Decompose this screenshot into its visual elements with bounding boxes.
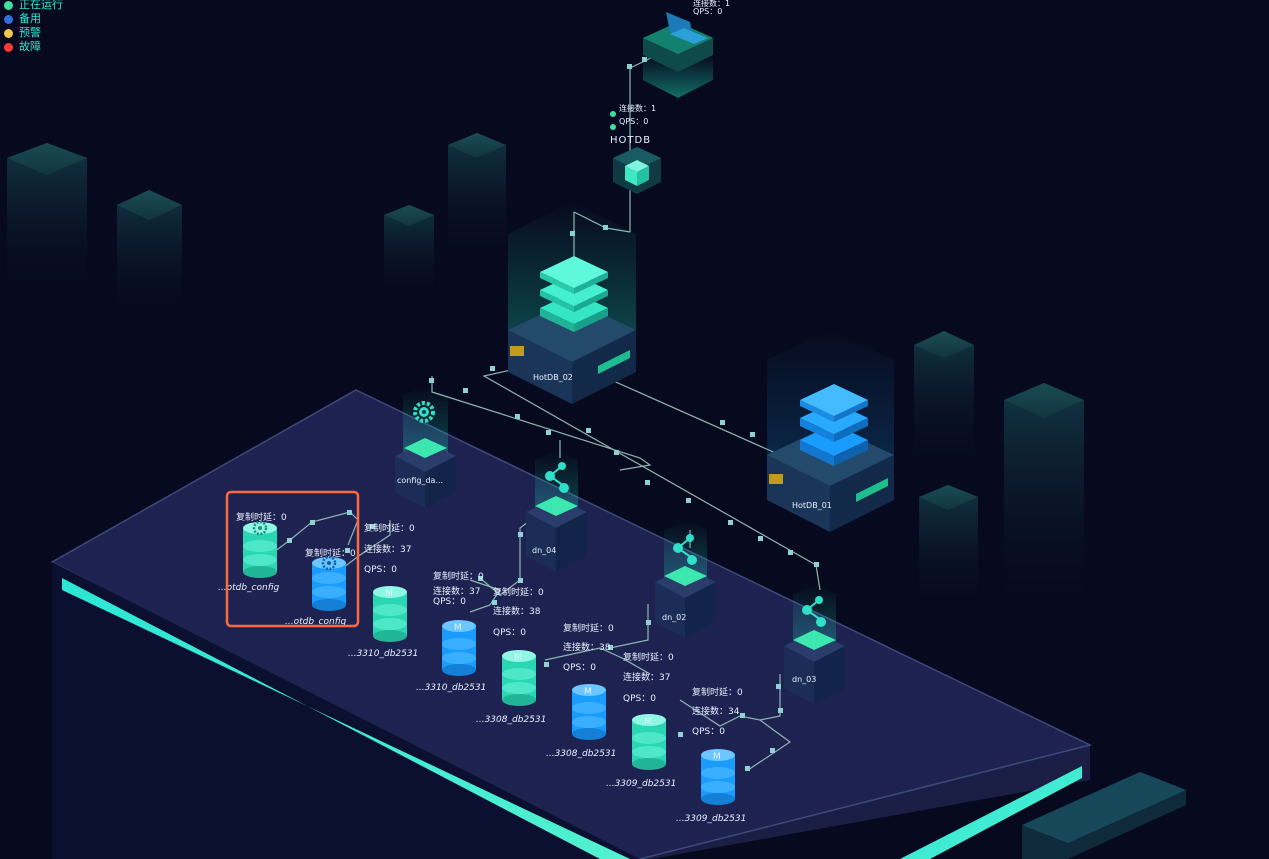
db-delay-label: 复制时延：0 — [364, 522, 415, 534]
hotdb-02-port-icon — [510, 346, 524, 356]
hotdb-01-name: HotDB_01 — [792, 501, 832, 510]
background-towers — [7, 133, 1186, 859]
db-conn-label: 连接数：34 — [692, 705, 740, 717]
db-conn-label: 连接数：37 — [433, 585, 480, 597]
gear-icon — [252, 520, 268, 536]
share-nodes-icon — [545, 462, 569, 493]
master-icon: M — [514, 653, 522, 663]
legend-dot-fault — [4, 42, 13, 52]
legend-dot-warning — [4, 28, 13, 38]
db-instance-3310-master[interactable]: 复制时延：0 连接数：37 QPS：0 M ...3310_db2531 — [348, 522, 418, 659]
db-instance-3309-master[interactable]: 复制时延：0 连接数：37 QPS：0 M ...3309_db2531 — [606, 651, 676, 789]
db-name: ...3308_db2531 — [476, 715, 546, 725]
db-delay-label: 复制时延：0 — [493, 586, 544, 598]
legend-label-standby: 备用 — [19, 12, 41, 25]
db-qps-label: QPS：0 — [433, 597, 466, 607]
node-dn-02-name: dn_02 — [662, 613, 686, 622]
node-dn-03[interactable]: dn_03 — [784, 585, 845, 704]
legend-dot-running — [4, 0, 13, 10]
db-name: ...3308_db2531 — [546, 749, 616, 759]
db-conn-label: 连接数：37 — [623, 671, 670, 683]
master-icon: M — [584, 687, 592, 697]
db-name: ...3310_db2531 — [416, 683, 486, 693]
share-nodes-icon — [802, 596, 826, 627]
client-qps-label: QPS：0 — [693, 7, 722, 16]
legend-item-fault[interactable]: 故障 — [4, 40, 63, 54]
status-legend: 正在运行 备用 预警 故障 — [4, 0, 63, 54]
hotdb-qps-label: QPS：0 — [619, 117, 648, 126]
hotdb-02-name: HotDB_02 — [533, 373, 573, 382]
db-conn-label: 连接数：38 — [493, 605, 541, 617]
db-name: ...3309_db2531 — [606, 779, 676, 789]
db-conn-label: 连接数：37 — [364, 543, 411, 555]
hotdb-cube[interactable]: 连接数：1 QPS：0 HOTDB — [610, 103, 661, 194]
node-dn-02[interactable]: dn_02 — [655, 521, 716, 638]
platform-glow-right — [900, 766, 1082, 859]
db-delay-label: 复制时延：0 — [692, 686, 743, 698]
db-instance-config-master[interactable]: 复制时延：0 ...otdb_config — [218, 511, 287, 593]
db-name: ...otdb_config — [285, 617, 347, 627]
master-icon: M — [713, 752, 721, 762]
db-instance-3308-master[interactable]: 复制时延：0 连接数：38 QPS：0 M ...3308_db2531 — [476, 586, 546, 725]
db-delay-label: 复制时延：0 — [305, 547, 356, 559]
db-conn-label: 连接数：38 — [563, 641, 611, 653]
hotdb-cube-icon — [625, 160, 649, 186]
legend-item-standby[interactable]: 备用 — [4, 12, 63, 26]
server-hotdb-01[interactable]: HotDB_01 — [767, 330, 894, 532]
legend-item-running[interactable]: 正在运行 — [4, 0, 63, 12]
node-config-name: config_da... — [397, 476, 443, 485]
db-name: ...otdb_config — [218, 583, 280, 593]
db-delay-label: 复制时延：0 — [563, 622, 614, 634]
hotdb-conn-status-dot — [610, 111, 616, 117]
db-qps-label: QPS：0 — [364, 565, 397, 575]
node-dn-04-name: dn_04 — [532, 546, 556, 555]
hotdb-01-layers-icon — [800, 384, 868, 466]
legend-dot-standby — [4, 14, 13, 24]
legend-label-fault: 故障 — [19, 40, 41, 53]
db-qps-label: QPS：0 — [493, 628, 526, 638]
legend-label-running: 正在运行 — [19, 0, 63, 11]
db-qps-label: QPS：0 — [563, 663, 596, 673]
db-delay-label: 复制时延：0 — [433, 570, 484, 582]
db-name: ...3310_db2531 — [348, 649, 418, 659]
legend-label-warning: 预警 — [19, 26, 41, 39]
db-instance-3310-slave[interactable]: 复制时延：0 连接数：37 QPS：0 M ...3310_db2531 — [416, 570, 486, 693]
node-dn-04[interactable]: dn_04 — [526, 451, 587, 572]
share-nodes-icon — [673, 534, 697, 565]
db-qps-label: QPS：0 — [692, 727, 725, 737]
hotdb-qps-status-dot — [610, 124, 616, 130]
server-hotdb-02[interactable]: HotDB_02 — [508, 202, 636, 404]
hotdb-title: HOTDB — [610, 135, 651, 146]
hotdb-02-layers-icon — [540, 256, 608, 332]
platform — [50, 389, 1093, 859]
db-delay-label: 复制时延：0 — [623, 651, 674, 663]
gear-icon — [321, 555, 337, 571]
client-conn-label: 连接数：1 — [693, 0, 730, 8]
db-name: ...3309_db2531 — [676, 814, 746, 824]
hotdb-01-status-bar — [856, 478, 888, 502]
hotdb-02-status-bar — [598, 350, 630, 374]
hotdb-conn-label: 连接数：1 — [619, 103, 656, 113]
db-qps-label: QPS：0 — [623, 694, 656, 704]
master-icon: M — [644, 717, 652, 727]
gear-icon — [413, 401, 435, 423]
hotdb-01-port-icon — [769, 474, 783, 484]
db-delay-label: 复制时延：0 — [236, 511, 287, 523]
db-instance-config-slave[interactable]: 复制时延：0 ...otdb_config — [285, 547, 356, 627]
db-instance-3309-slave[interactable]: 复制时延：0 连接数：34 QPS：0 M ...3309_db2531 — [676, 686, 746, 824]
selection-highlight — [225, 490, 360, 628]
legend-item-warning[interactable]: 预警 — [4, 26, 63, 40]
node-config[interactable]: config_da... — [395, 386, 456, 508]
client-laptop[interactable]: 连接数：1 QPS：0 — [643, 0, 730, 98]
db-instance-3308-slave[interactable]: 复制时延：0 连接数：38 QPS：0 M ...3308_db2531 — [546, 622, 616, 759]
master-icon: M — [385, 589, 393, 599]
node-dn-03-name: dn_03 — [792, 675, 816, 684]
master-icon: M — [454, 623, 462, 633]
